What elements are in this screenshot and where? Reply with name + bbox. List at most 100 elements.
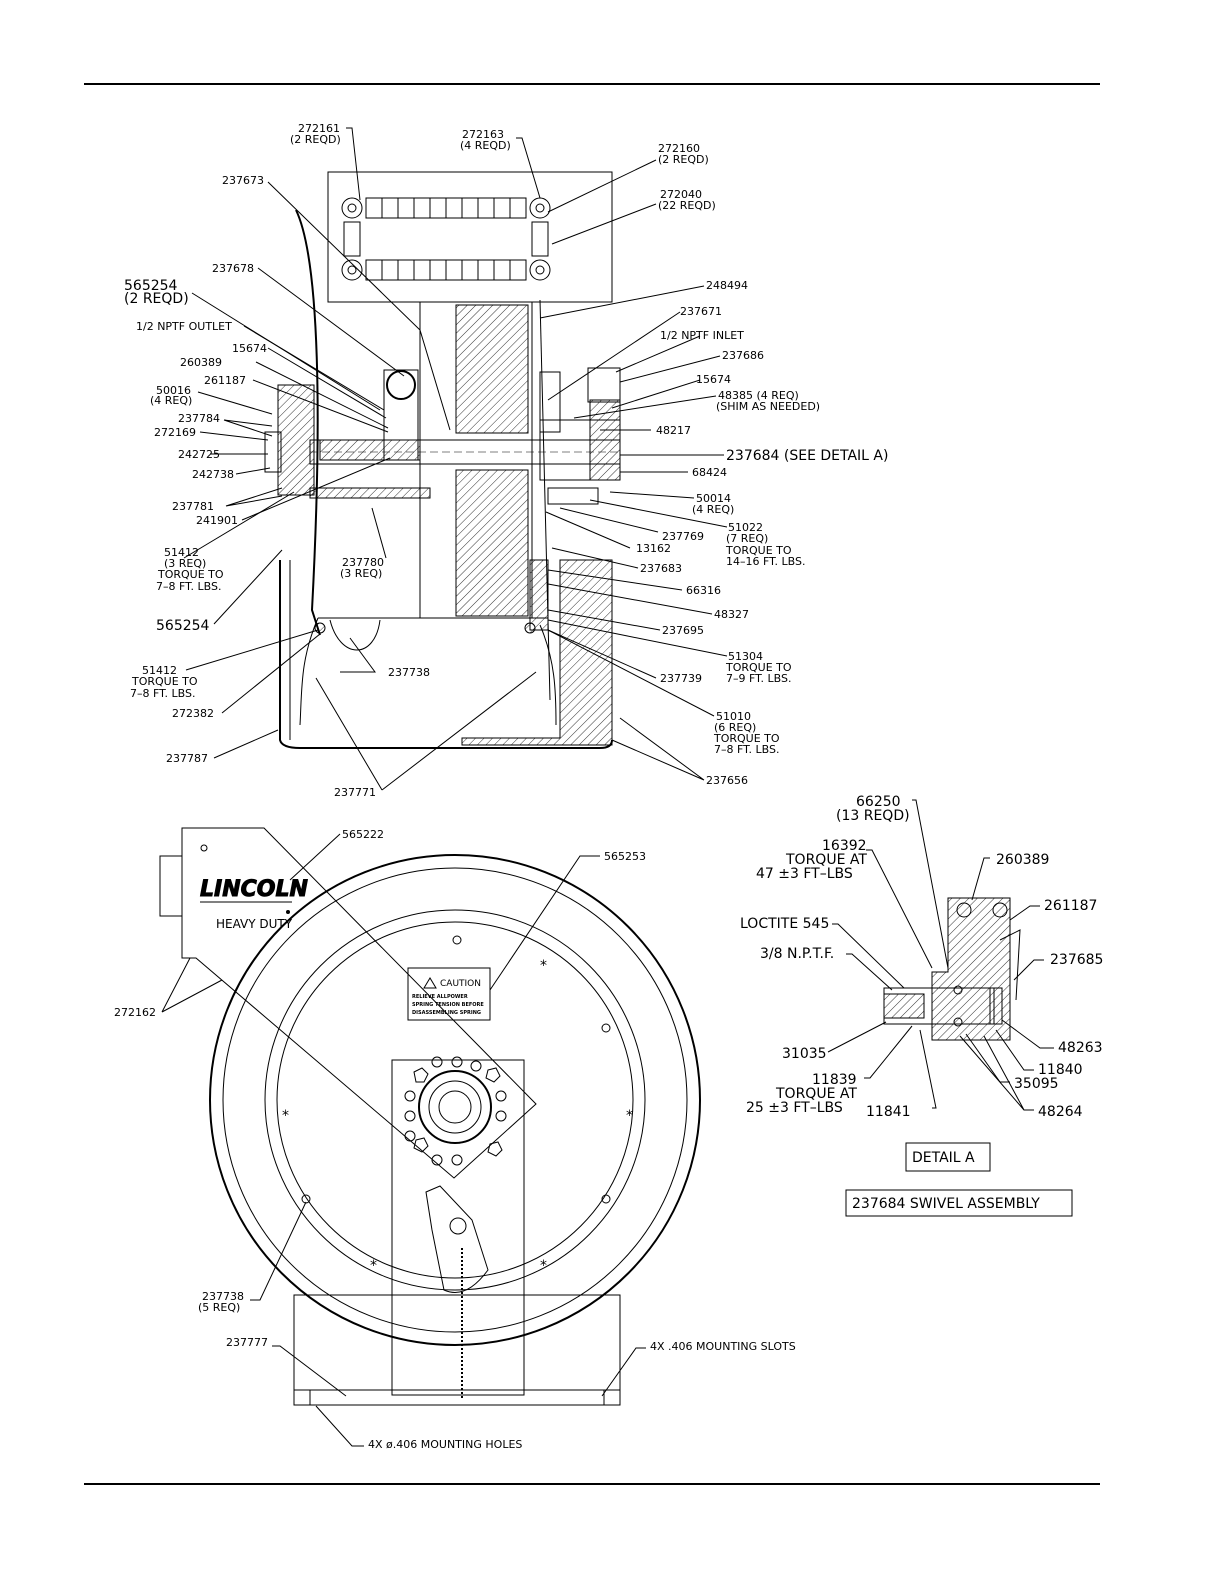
label-260389-left: 260389 (180, 356, 222, 369)
drum-rivets (301, 935, 611, 1204)
swivel-assembly-box (845, 1189, 1073, 1217)
label-48263: 48263 (1058, 1040, 1103, 1056)
label-237738-side-qty: (5 REQ) (198, 1301, 240, 1314)
label-237781: 237781 (172, 500, 214, 513)
label-237771: 237771 (334, 786, 376, 799)
label-237684: 237684 (SEE DETAIL A) (726, 448, 888, 464)
label-272161-qty: (2 REQD) (290, 133, 341, 146)
label-242725: 242725 (178, 448, 220, 461)
label-565253: 565253 (604, 850, 646, 863)
asterisk-mark: * (370, 1258, 377, 1274)
label-npt: 3/8 N.P.T.F. (760, 946, 834, 962)
arm-hub-left (159, 855, 183, 917)
warning-icon (423, 977, 437, 989)
label-51304-t2: 7–9 FT. LBS. (726, 672, 792, 685)
asterisk-mark: * (282, 1108, 289, 1124)
label-272161: 272161 (298, 122, 340, 135)
asterisk-mark: * (540, 1258, 547, 1274)
label-51010: 51010 (716, 710, 751, 723)
detail-a-box (905, 1142, 991, 1172)
label-48327: 48327 (714, 608, 749, 621)
label-242738: 242738 (192, 468, 234, 481)
label-565254-mid: 565254 (156, 618, 210, 634)
label-237695: 237695 (662, 624, 704, 637)
leaders-section (183, 127, 728, 791)
reel-inner-ring (264, 909, 646, 1291)
label-565222: 565222 (342, 828, 384, 841)
label-50016: 50016 (156, 384, 191, 397)
label-241901: 241901 (196, 514, 238, 527)
outlet-fitting (386, 370, 416, 400)
frame-base-plate (293, 1294, 621, 1406)
pawl (425, 1185, 489, 1293)
label-51010-t2: 7–8 FT. LBS. (714, 743, 780, 756)
asterisk-mark: * (540, 958, 547, 974)
label-11839-t2: 25 ±3 FT–LBS (746, 1100, 843, 1116)
reel-middle-ring (222, 867, 688, 1333)
labels-side: 565222 565253 272162 237738 (5 REQ) 2377… (114, 828, 796, 1451)
label-261187-left: 261187 (204, 374, 246, 387)
label-mounting-holes: 4X ø.406 MOUNTING HOLES (368, 1438, 522, 1451)
label-272163: 272163 (462, 128, 504, 141)
label-237739: 237739 (660, 672, 702, 685)
label-48217: 48217 (656, 424, 691, 437)
label-48264: 48264 (1038, 1104, 1083, 1120)
label-48385-note: (SHIM AS NEEDED) (716, 400, 820, 413)
hub-ring (418, 1070, 492, 1144)
label-51010-qty: (6 REQ) (714, 721, 756, 734)
label-237738-side: 237738 (202, 1290, 244, 1303)
reel-drum-ring (276, 921, 634, 1279)
label-237686: 237686 (722, 349, 764, 362)
caution-title: CAUTION (440, 979, 481, 989)
logo: LINCOLN (200, 877, 308, 902)
side-view: * * * * * LINCOLN HEAVY DUTY CAUTION REL… (159, 827, 701, 1406)
labels-detail: 66250 (13 REQD) 16392 TORQUE AT 47 ±3 FT… (740, 794, 1103, 1217)
label-50014: 50014 (696, 492, 731, 505)
label-mounting-slots: 4X .406 MOUNTING SLOTS (650, 1340, 796, 1353)
spring-pack-upper (455, 304, 529, 434)
label-237787: 237787 (166, 752, 208, 765)
label-272040: 272040 (660, 188, 702, 201)
caution-line-3: DISASSEMBLING SPRING (412, 1010, 481, 1016)
label-66250-qty: (13 REQD) (836, 808, 910, 824)
label-237685: 237685 (1050, 952, 1103, 968)
label-51412-b-t1: TORQUE TO (131, 675, 198, 688)
inlet-fitting (587, 367, 621, 403)
label-237678: 237678 (212, 262, 254, 275)
label-51022-t2: 14–16 FT. LBS. (726, 555, 806, 568)
label-565254-top: 565254 (124, 278, 178, 294)
label-260389-detail: 260389 (996, 852, 1049, 868)
label-11839: 11839 (812, 1072, 857, 1088)
spring-coils-top (341, 197, 551, 281)
label-11841: 11841 (866, 1104, 911, 1120)
label-272169: 272169 (154, 426, 196, 439)
label-237769: 237769 (662, 530, 704, 543)
label-565254-top-qty: (2 REQD) (124, 291, 189, 307)
label-272040-qty: (22 REQD) (658, 199, 716, 212)
label-16392-t2: 47 ±3 FT–LBS (756, 866, 853, 882)
caution-line-1: RELIEVE ALLPOWER (412, 994, 468, 1000)
leaders-side (161, 833, 646, 1447)
spring-pack-lower (455, 469, 529, 617)
label-50014-qty: (4 REQ) (692, 503, 734, 516)
label-51412-a: 51412 (164, 546, 199, 559)
hub-flange-left (277, 384, 315, 496)
label-51304-t1: TORQUE TO (725, 661, 792, 674)
label-50016-qty: (4 REQ) (150, 394, 192, 407)
label-16392-t1: TORQUE AT (785, 852, 867, 868)
section-view (264, 171, 621, 749)
label-51022-t1: TORQUE TO (725, 544, 792, 557)
label-66250: 66250 (856, 794, 901, 810)
label-48385: 48385 (4 REQ) (718, 389, 799, 402)
swivel-housing (931, 897, 1011, 1041)
label-272160-qty: (2 REQD) (658, 153, 709, 166)
label-31035: 31035 (782, 1046, 827, 1062)
reel-outer-ring (209, 854, 701, 1346)
label-237777: 237777 (226, 1336, 268, 1349)
reel-drum-left (295, 209, 321, 636)
caution-plate (407, 967, 491, 1021)
label-68424: 68424 (692, 466, 727, 479)
label-272382: 272382 (172, 707, 214, 720)
label-13162: 13162 (636, 542, 671, 555)
